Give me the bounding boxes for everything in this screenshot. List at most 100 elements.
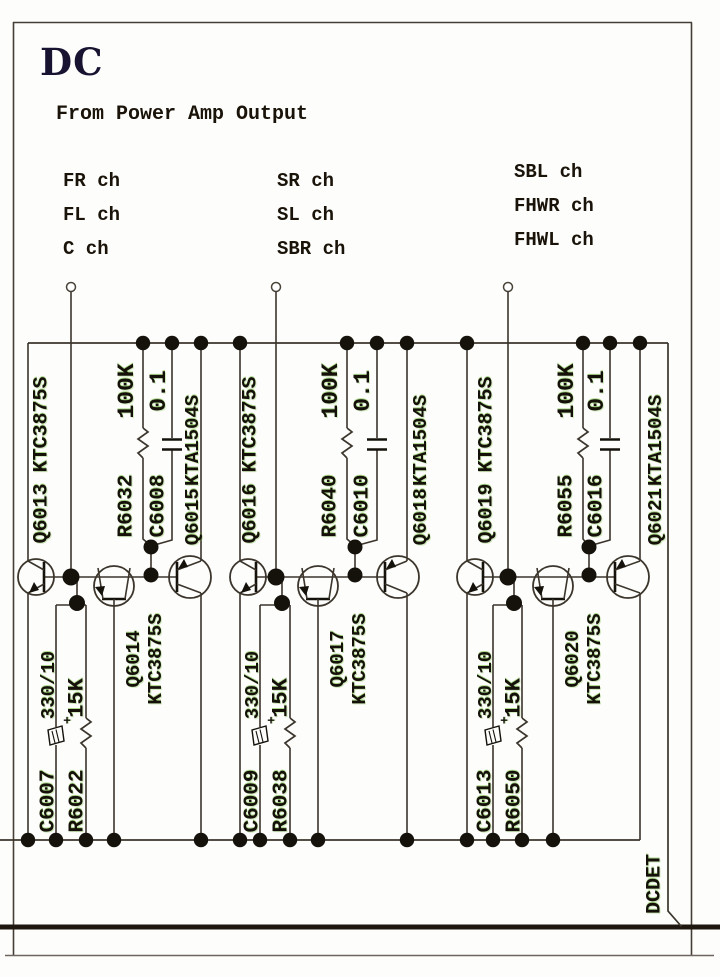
ref-designator: Q6020 bbox=[562, 630, 584, 688]
ref-designator: R6040 bbox=[319, 474, 343, 538]
resistor-zigzag bbox=[136, 427, 150, 459]
transistor-legs bbox=[176, 560, 202, 594]
ref-designator: Q6016 bbox=[239, 483, 263, 544]
capacitor-designator: C6013 bbox=[475, 769, 498, 832]
resistor-value: 100K bbox=[318, 363, 344, 418]
junction-dot bbox=[274, 595, 290, 611]
input-terminal[interactable] bbox=[502, 281, 514, 293]
ref-designator: C6013 bbox=[474, 769, 498, 833]
input-terminal[interactable] bbox=[270, 281, 282, 293]
transistor-label: Q6014 bbox=[123, 630, 145, 687]
junction-dot bbox=[193, 335, 209, 351]
ref-designator: C6009 bbox=[241, 769, 265, 833]
subtitle: From Power Amp Output bbox=[56, 103, 309, 126]
resistor-designator: R6040 bbox=[320, 474, 343, 537]
emitter-arrow bbox=[534, 586, 544, 596]
value: 330/10 bbox=[475, 650, 497, 720]
emitter-arrow bbox=[178, 559, 188, 569]
channel-column-2: SR ch SL ch SBR ch bbox=[277, 169, 345, 271]
transistor-circle bbox=[606, 555, 650, 599]
capacitor-value: 0.1 bbox=[146, 370, 172, 411]
cap-hatch bbox=[51, 729, 60, 744]
capacitor-value: 330/10 bbox=[38, 651, 60, 719]
channel-label: FHWL ch bbox=[514, 229, 594, 251]
junction-dot bbox=[106, 832, 122, 848]
filter-cap-wire bbox=[354, 343, 378, 547]
input-terminal[interactable] bbox=[65, 281, 77, 293]
capacitor-value: 330/10 bbox=[475, 651, 497, 719]
part-number: KTC3875S bbox=[239, 376, 263, 473]
capacitor-designator: C6009 bbox=[242, 769, 265, 832]
capacitor-designator: C6007 bbox=[38, 769, 61, 832]
ref-designator: R6050 bbox=[503, 769, 527, 833]
emitter-arrow bbox=[95, 586, 105, 596]
resistor-value: 15K bbox=[502, 678, 527, 718]
value: 0.1 bbox=[584, 370, 610, 412]
value: 330/10 bbox=[38, 650, 60, 720]
ref-designator: Q6018 bbox=[410, 488, 432, 546]
channel-label: FL ch bbox=[63, 204, 121, 226]
ref-designator: C6010 bbox=[351, 474, 375, 538]
transistor-label: Q6015KTA1504S bbox=[182, 395, 204, 546]
channel-label: FR ch bbox=[63, 170, 121, 192]
value: 100K bbox=[318, 363, 344, 419]
net-name: DCDET bbox=[643, 853, 667, 915]
capacitor-designator: C6016 bbox=[586, 474, 609, 537]
value: 330/10 bbox=[242, 650, 264, 720]
emitter-arrow bbox=[616, 559, 626, 569]
transistor-label: Q6013KTC3875S bbox=[31, 376, 54, 543]
ref-designator: R6038 bbox=[270, 769, 294, 833]
polarity-plus-mark: + bbox=[267, 713, 275, 729]
transistor-label: Q6018KTA1504S bbox=[410, 395, 432, 546]
ref-designator: Q6021 bbox=[645, 488, 667, 546]
value: 0.1 bbox=[350, 370, 376, 412]
junction-dot bbox=[20, 832, 36, 848]
value: 15K bbox=[501, 678, 527, 718]
ref-designator: Q6014 bbox=[123, 630, 145, 688]
value: 100K bbox=[554, 363, 580, 419]
channel-label: SBR ch bbox=[277, 238, 346, 260]
transistor-legs bbox=[384, 560, 408, 594]
channel-column-1: FR ch FL ch C ch bbox=[63, 169, 120, 271]
junction-dot bbox=[282, 832, 298, 848]
part-number: KTA1504S bbox=[410, 394, 432, 486]
junction-dot bbox=[506, 595, 522, 611]
ref-designator: Q6017 bbox=[327, 630, 349, 688]
capacitor-value: 330/10 bbox=[242, 651, 264, 719]
net-label: DCDET bbox=[644, 854, 667, 914]
value: 15K bbox=[64, 678, 90, 718]
ref-designator: R6055 bbox=[555, 474, 579, 538]
transistor-circle bbox=[376, 555, 420, 599]
junction-dot bbox=[62, 568, 80, 586]
capacitor-value: 0.1 bbox=[584, 370, 610, 411]
cap-plates bbox=[367, 438, 387, 451]
part-number: KTC3875S bbox=[30, 376, 54, 473]
resistor-zigzag bbox=[576, 427, 590, 459]
channel-label: SBL ch bbox=[514, 161, 583, 183]
electrolytic-cap-symbol bbox=[47, 725, 65, 746]
filter-cap-wire bbox=[588, 343, 611, 547]
electrolytic-cap-symbol bbox=[251, 725, 269, 746]
resistor-value: 15K bbox=[269, 678, 294, 718]
resistor-designator: R6050 bbox=[504, 769, 527, 832]
ref-designator: C6008 bbox=[147, 474, 171, 538]
junction-dot bbox=[581, 539, 597, 555]
capacitor-designator: C6008 bbox=[148, 474, 171, 537]
channel-label: C ch bbox=[63, 238, 109, 260]
emitter-arrow bbox=[241, 582, 251, 593]
resistor-value: 100K bbox=[114, 363, 140, 418]
junction-dot bbox=[369, 335, 385, 351]
junction-dot bbox=[143, 539, 159, 555]
junction-dot bbox=[252, 832, 268, 848]
ref-designator: C6007 bbox=[37, 769, 61, 833]
transistor-circle bbox=[17, 558, 55, 596]
channel-column-3: SBL ch FHWR ch FHWL ch bbox=[514, 160, 594, 262]
part-number: KTA1504S bbox=[182, 394, 204, 486]
junction-dot bbox=[48, 832, 64, 848]
transistor-label: Q6017 bbox=[327, 630, 349, 687]
capacitor-designator: C6010 bbox=[352, 474, 375, 537]
resistor-designator: R6022 bbox=[67, 769, 90, 832]
transistor-legs bbox=[301, 567, 335, 600]
